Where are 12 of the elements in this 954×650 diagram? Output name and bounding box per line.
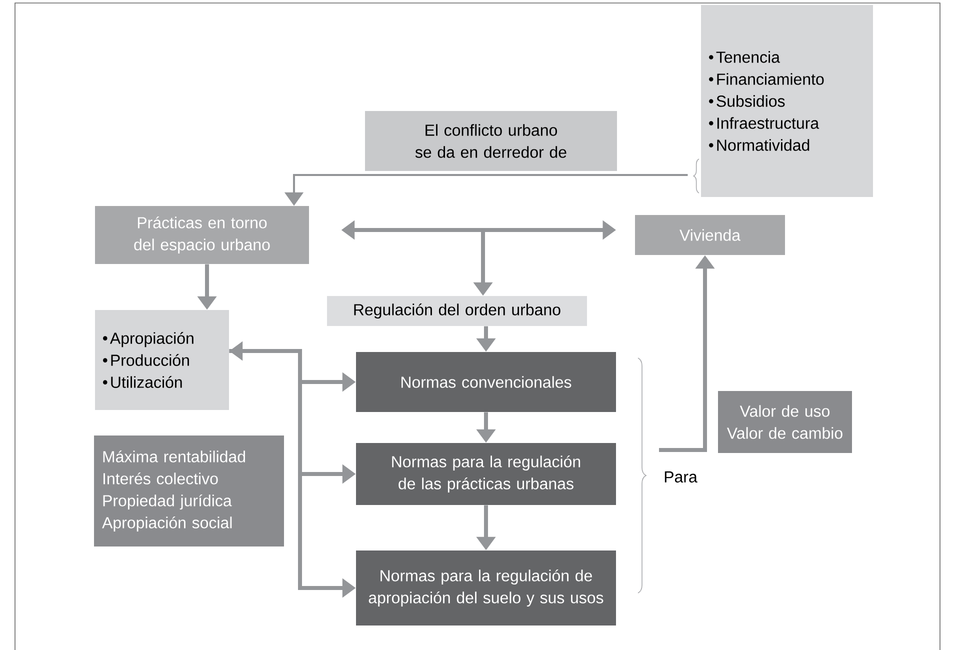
process-box: Regulación del orden urbano xyxy=(327,296,587,326)
list-box: Apropiación Producción Utilización xyxy=(95,310,229,410)
list-box: Tenencia Financiamiento Subsidios Infraestructura Normatividad xyxy=(701,5,873,197)
process-box: Normas convencionales xyxy=(356,352,616,412)
process-box: Valor de uso Valor de cambio xyxy=(718,391,852,453)
process-box: Normas para la regulación de apropiación del suelo y sus usos xyxy=(356,550,616,626)
process-box: El conflicto urbano se da en derredor de xyxy=(365,111,617,171)
process-box: Prácticas en torno del espacio urbano xyxy=(95,206,309,264)
process-box: Normas para la regulación de las prácticas urbanas xyxy=(356,443,616,505)
label-text: Para xyxy=(664,471,698,483)
process-box: Máxima rentabilidad Interés colectivo Propiedad jurídica Apropiación social xyxy=(94,436,284,546)
process-box: Vivienda xyxy=(635,215,785,255)
